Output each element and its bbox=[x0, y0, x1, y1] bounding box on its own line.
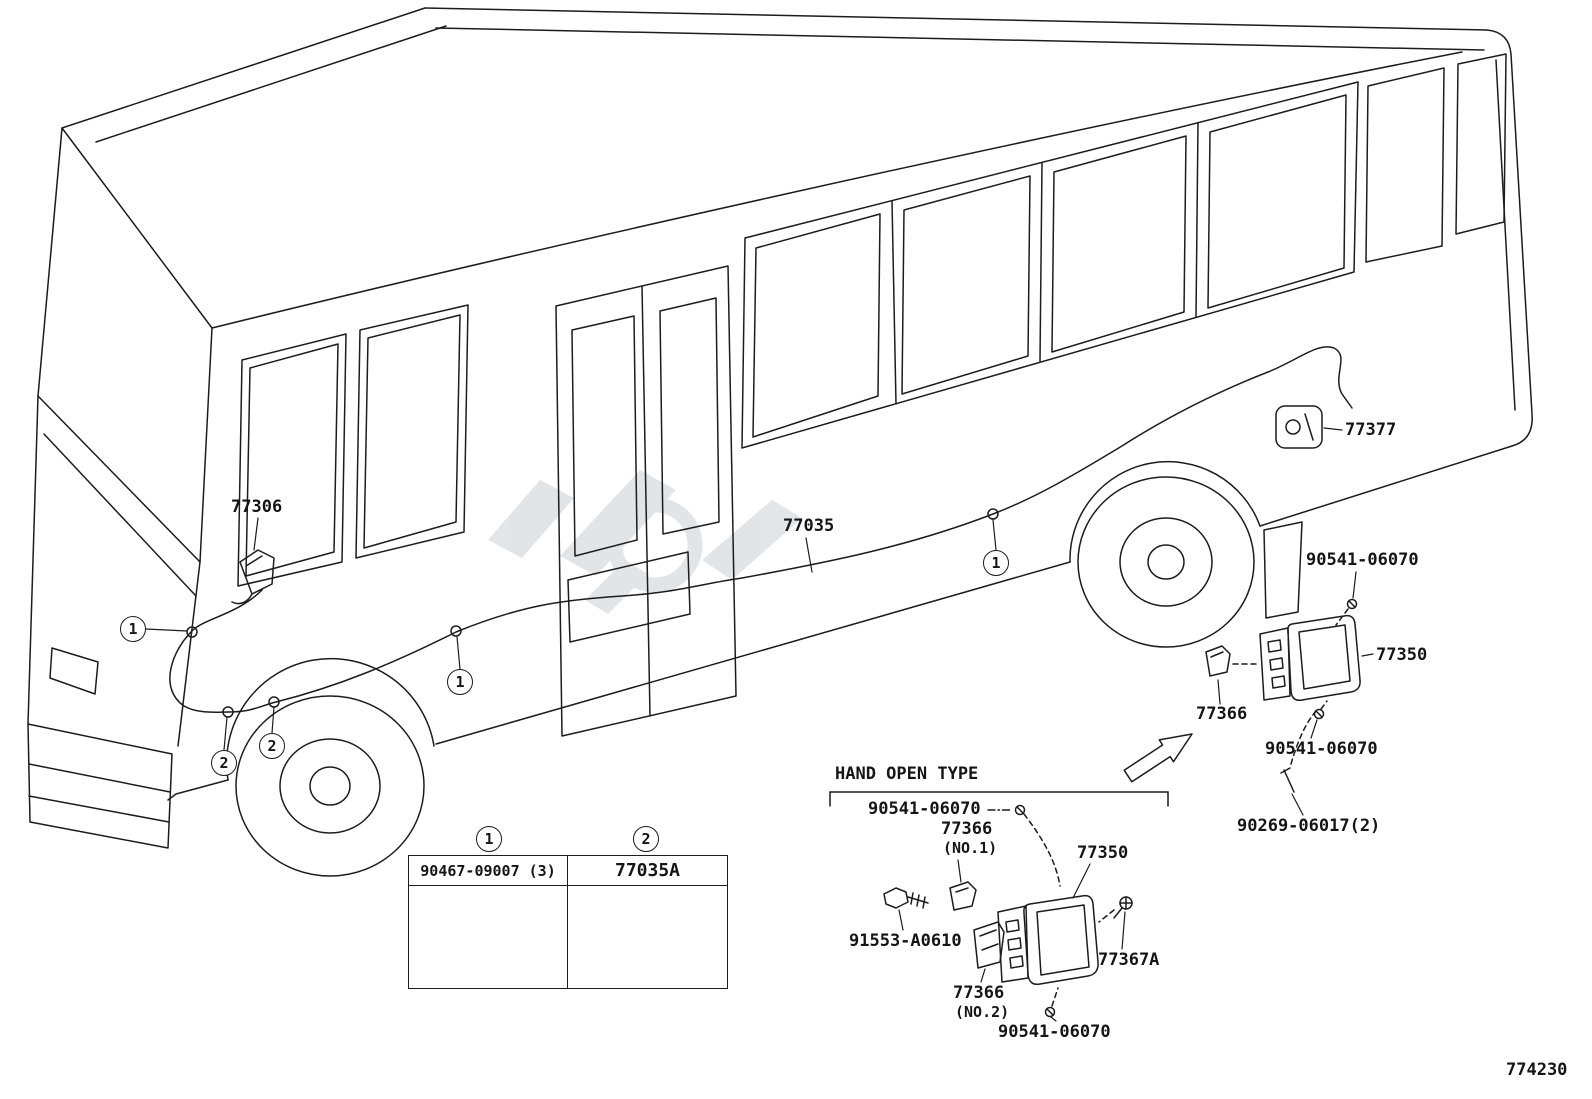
part-label-bezel: 77377 bbox=[1345, 420, 1397, 440]
part-label-hinge-screw: 90269-06017(2) bbox=[1237, 816, 1381, 836]
lid-lock-part bbox=[231, 549, 275, 605]
ho-label-cushion-no1: 77366 bbox=[941, 819, 993, 839]
cable-bezel-part bbox=[1275, 405, 1323, 449]
legend-table: 90467-09007 (3) 77035A bbox=[408, 855, 728, 989]
screw-icons-main bbox=[1280, 598, 1358, 793]
ho-label-pin: 77367A bbox=[1098, 950, 1160, 970]
ho-label-screw-lower: 90541-06070 bbox=[998, 1022, 1111, 1042]
cable-clip-icon bbox=[987, 508, 999, 520]
ho-label-bolt: 91553-A0610 bbox=[849, 931, 962, 951]
ho-label-screw-upper: 90541-06070 bbox=[868, 799, 981, 819]
ho-label-cushion-no1-note: (NO.1) bbox=[943, 839, 998, 857]
ho-label-cushion-no2: 77366 bbox=[953, 983, 1005, 1003]
legend-cell-protector bbox=[568, 886, 727, 988]
cable-clip-icon bbox=[222, 706, 234, 718]
legend-cell-clip bbox=[409, 886, 568, 988]
hand-open-type-group bbox=[829, 791, 1169, 1018]
part-label-fuel-lid: 77350 bbox=[1376, 645, 1428, 665]
leader-lines bbox=[145, 427, 1374, 1022]
direction-arrow-icon bbox=[1123, 733, 1193, 783]
part-label-lock: 77306 bbox=[231, 497, 283, 517]
hand-open-type-title: HAND OPEN TYPE bbox=[835, 764, 979, 784]
callout-marker-1: 1 bbox=[447, 669, 473, 695]
ho-label-cushion-no2-note: (NO.2) bbox=[955, 1003, 1010, 1021]
fuel-lid-part bbox=[1259, 614, 1361, 702]
part-label-screw-upper: 90541-06070 bbox=[1306, 550, 1419, 570]
legend-header-protector: 77035A bbox=[568, 856, 727, 886]
callout-marker-1: 1 bbox=[120, 616, 146, 642]
part-label-cable: 77035 bbox=[783, 516, 835, 536]
callout-marker-2: 2 bbox=[259, 733, 285, 759]
watermark bbox=[488, 470, 802, 614]
release-cable bbox=[169, 346, 1353, 718]
figure-number: 774230 bbox=[1506, 1060, 1568, 1080]
part-label-screw-lower: 90541-06070 bbox=[1265, 739, 1378, 759]
legend-marker-1: 1 bbox=[476, 826, 502, 852]
part-label-cushion: 77366 bbox=[1196, 704, 1248, 724]
callout-marker-2: 2 bbox=[211, 750, 237, 776]
legend-marker-2: 2 bbox=[633, 826, 659, 852]
bus-linework bbox=[27, 7, 1533, 877]
callout-marker-1: 1 bbox=[983, 550, 1009, 576]
cable-clip-icon bbox=[450, 625, 462, 637]
cushion-part bbox=[1205, 645, 1259, 677]
ho-label-fuel-lid: 77350 bbox=[1077, 843, 1129, 863]
cable-clip-icon bbox=[186, 626, 198, 638]
legend-header-clip: 90467-09007 (3) bbox=[409, 856, 568, 886]
